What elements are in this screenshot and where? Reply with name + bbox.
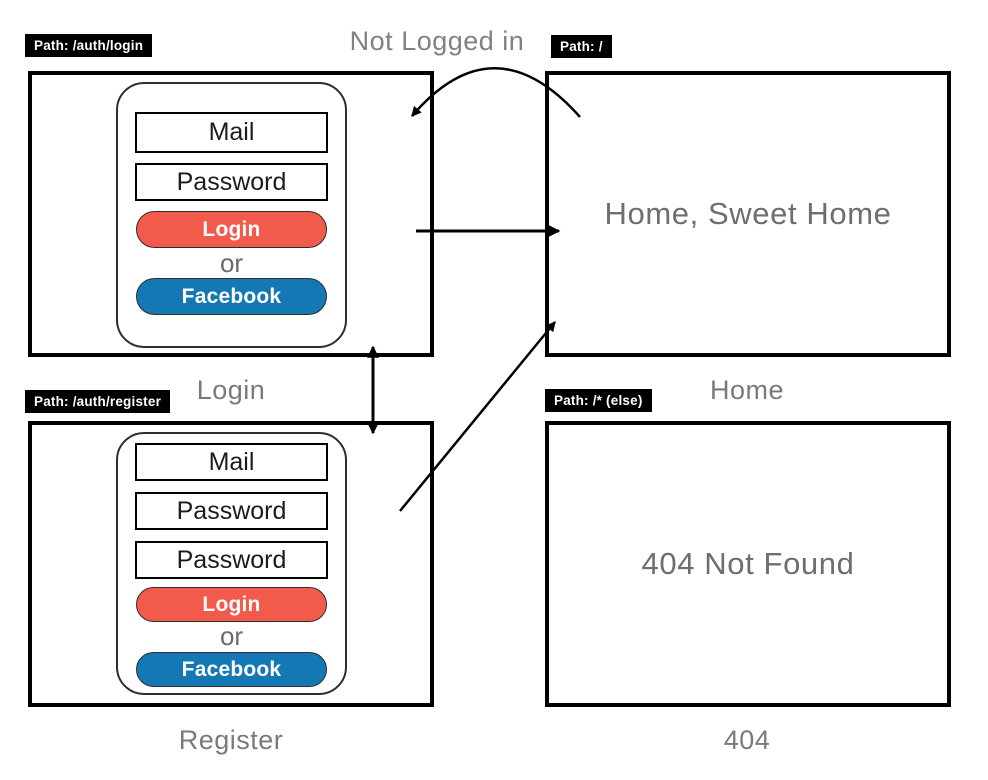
or-divider: or xyxy=(219,248,244,278)
mail-field[interactable]: Mail xyxy=(135,112,328,153)
mail-field[interactable]: Mail xyxy=(135,443,328,481)
path-badge-register: Path: /auth/register xyxy=(25,390,171,413)
facebook-button[interactable]: Facebook xyxy=(136,278,327,315)
home-content-text: Home, Sweet Home xyxy=(604,196,892,231)
password-confirm-field[interactable]: Password xyxy=(135,541,328,579)
or-divider: or xyxy=(219,621,244,651)
page-caption-register: Register xyxy=(178,725,284,755)
path-badge-home: Path: / xyxy=(551,35,612,58)
path-badge-404: Path: /* (else) xyxy=(545,389,652,412)
path-badge-login: Path: /auth/login xyxy=(25,34,153,57)
page-caption-home: Home xyxy=(709,375,785,405)
page-caption-404: 404 xyxy=(723,725,771,755)
page-frame-404: 404 Not Found xyxy=(545,421,951,707)
page-caption-login: Login xyxy=(196,375,266,405)
page-frame-home: Home, Sweet Home xyxy=(545,71,951,357)
facebook-button[interactable]: Facebook xyxy=(136,652,327,687)
not-found-content-text: 404 Not Found xyxy=(641,546,855,581)
not-logged-in-label: Not Logged in xyxy=(349,26,525,56)
password-field[interactable]: Password xyxy=(135,492,328,530)
login-button[interactable]: Login xyxy=(136,211,327,248)
login-button[interactable]: Login xyxy=(136,587,327,622)
password-field[interactable]: Password xyxy=(135,163,328,201)
